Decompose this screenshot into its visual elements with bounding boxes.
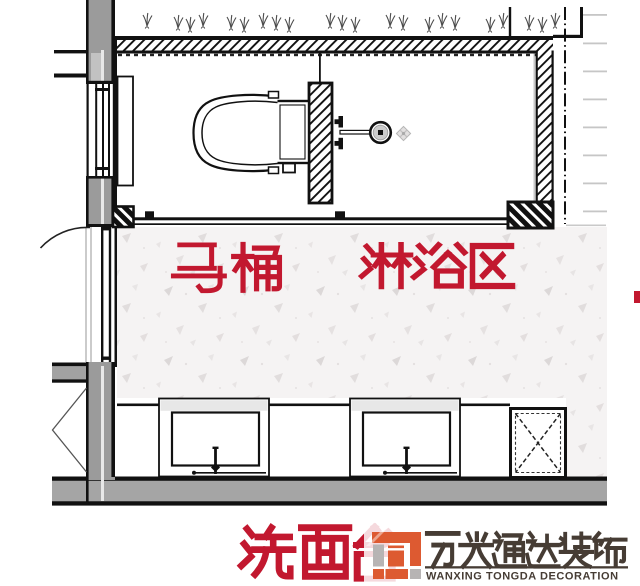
svg-text:WANXING TONGDA DECORATION: WANXING TONGDA DECORATION [426,571,619,583]
